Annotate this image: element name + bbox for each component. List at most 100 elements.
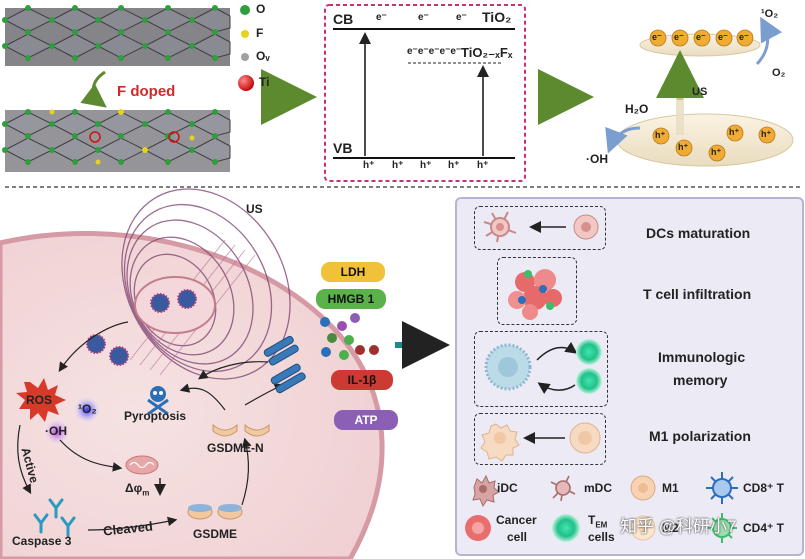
plate-electron: e⁻ (718, 32, 728, 42)
f-doped-label: F doped (117, 83, 176, 100)
pyroptosis-label: Pyroptosis (124, 409, 187, 423)
cb-label: CB (333, 11, 354, 27)
plate-hole: h⁺ (761, 129, 772, 139)
legend-tem-t: T (588, 513, 596, 527)
legend-cd8-label: CD8⁺ T (743, 481, 785, 495)
legend-cancer-icon (465, 515, 491, 541)
h2o-to-oh-arrow (605, 126, 641, 154)
plate-electron: e⁻ (652, 32, 662, 42)
m2-source-icon (569, 422, 601, 454)
legend-idc-icon (472, 474, 500, 508)
cb-electron: e⁻ (456, 12, 467, 23)
ros-label: ROS (26, 393, 53, 407)
cb-electron: e⁻ (376, 12, 387, 23)
vb-label: VB (333, 140, 353, 156)
delta-phi-text: Δφ (125, 481, 143, 495)
legend-m1-icon (630, 475, 656, 501)
fluorine-atom-icon (241, 30, 249, 38)
band-diagram-box (324, 4, 526, 182)
gsdme-label: GSDME (193, 527, 238, 541)
vb-hole: h⁺ (363, 160, 375, 171)
ros-burst-icon (16, 378, 66, 422)
idc-icon (573, 214, 599, 240)
legend-cd8-icon (706, 472, 738, 504)
plate-electron: e⁻ (739, 32, 749, 42)
endosome (134, 276, 216, 334)
crystal-lattice-bottom (2, 109, 231, 172)
vb-hole: h⁺ (477, 160, 489, 171)
legend-m1-label: M1 (662, 481, 679, 495)
dc-maturation-box (474, 206, 606, 250)
ldh-pill: LDH (321, 262, 385, 282)
immunologic-memory-box (474, 331, 608, 407)
tem-cell-icon (576, 368, 602, 394)
t-cell-cluster-icon (508, 269, 562, 320)
crystal-lattice-top (2, 5, 231, 66)
memory-cell-icon (484, 343, 532, 391)
hmgb1-pill: HMGB 1 (316, 289, 386, 309)
o2-label: O₂ (772, 67, 786, 79)
hydroxyl-glow (42, 417, 72, 447)
gsdme-pore-icon (263, 335, 306, 394)
oh-label-top: ·OH (586, 152, 608, 166)
plate-hole: h⁺ (655, 130, 666, 140)
delta-phi-label: Δφm (125, 481, 149, 497)
plate-hole: h⁺ (678, 142, 689, 152)
caspase-3-icon (33, 498, 76, 537)
plate-electron: e⁻ (674, 32, 684, 42)
t-cell-infiltration-box (497, 257, 577, 325)
immunologic-label: Immunologic (658, 349, 746, 365)
legend-tem-sub: EM (595, 520, 608, 530)
titanium-atom-icon (238, 75, 254, 91)
legend-tem-label-2: cells (588, 530, 615, 544)
legend-cd4-label: CD4⁺ T (743, 521, 785, 535)
vb-hole: h⁺ (448, 160, 460, 171)
legend-ov-label: Oᵥ (256, 49, 270, 63)
us-label-top: US (692, 86, 708, 98)
legend-cancer-label-2: cell (507, 530, 528, 544)
legend-m2-icon (630, 515, 656, 541)
legend-tem-icon (552, 514, 580, 542)
vacancy-atom-icon (241, 53, 249, 61)
mdc-icon (483, 211, 517, 243)
singlet-o2-cell-label: ¹O₂ (78, 402, 97, 416)
plate-hole: h⁺ (711, 147, 722, 157)
nanoparticle-icon (86, 289, 197, 366)
m1-polarization-box (474, 413, 606, 465)
singlet-o2-label: ¹O₂ (761, 8, 779, 20)
legend-tem-label: TEM (588, 513, 607, 529)
vb-hole: h⁺ (392, 160, 404, 171)
cb-electron: e⁻ (418, 12, 429, 23)
gsdme-n-icon (212, 423, 270, 437)
legend-idc-label: iDC (497, 481, 518, 495)
mitochondria-icon (125, 455, 159, 475)
legend-mdc-label: mDC (584, 481, 613, 495)
delta-phi-subscript: m (142, 488, 150, 498)
tio2-label: TiO₂ (482, 9, 512, 25)
vb-hole: h⁺ (420, 160, 432, 171)
dc-maturation-label: DCs maturation (646, 225, 751, 241)
us-label-cell: US (246, 202, 263, 216)
legend-f-label: F (256, 26, 264, 40)
gsdme-n-label: GSDME-N (207, 441, 264, 455)
il1b-pill: IL-1β (331, 370, 393, 390)
m1-polarization-label: M1 polarization (649, 428, 751, 444)
caspase-3-label: Caspase 3 (12, 534, 72, 548)
ov-vacancy-marker (168, 131, 180, 143)
oh-cell-label: ·OH (45, 424, 67, 438)
watermark: 知乎 @科研小7 (620, 517, 737, 536)
t-cell-infiltration-label: T cell infiltration (643, 286, 752, 302)
m1-target-icon (480, 423, 520, 462)
oxygen-atom-icon (240, 5, 250, 15)
ov-vacancy-marker (89, 131, 101, 143)
released-molecule-dots (320, 313, 379, 360)
legend-ti-label: Ti (259, 75, 270, 89)
legend-o-label: O (256, 2, 266, 16)
legend-cancer-label: Cancer (496, 513, 537, 527)
legend-cd4-icon (707, 513, 737, 543)
h2o-label: H₂O (625, 102, 649, 116)
tio2xfx-label: TiO₂₋ₓFₓ (461, 45, 513, 60)
plate-hole: h⁺ (729, 127, 740, 137)
